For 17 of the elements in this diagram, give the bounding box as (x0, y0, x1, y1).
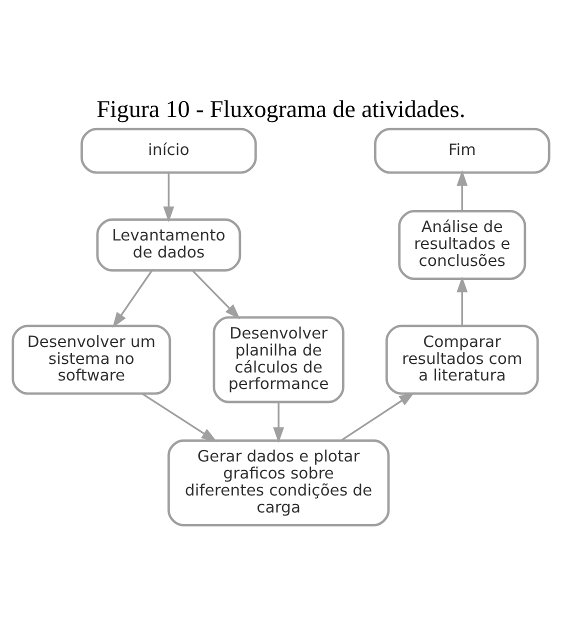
arrow (192, 269, 240, 319)
diagram-title: Figura 10 - Fluxograma de atividades. (96, 95, 466, 122)
arrow (163, 172, 174, 222)
node-box: Desenvolver um sistema no software (12, 324, 172, 394)
arrow (112, 270, 153, 328)
node-box: Fim (374, 127, 550, 174)
node-box: início (80, 127, 257, 174)
arrow (340, 392, 415, 441)
node-box: Levantamento de dados (96, 218, 242, 272)
node-box: Gerar dados e plotar graficos sobre diferentes condições de carga (167, 438, 390, 526)
node-box: Desenvolver planilha de cálculos de performance (212, 316, 344, 403)
node-box: Análise de resultados e conclusões (398, 209, 526, 280)
node-box: Comparar resultados com a literatura (385, 324, 539, 394)
arrow (142, 392, 218, 442)
arrow (456, 170, 468, 211)
arrow (273, 402, 284, 442)
arrow (456, 276, 468, 326)
